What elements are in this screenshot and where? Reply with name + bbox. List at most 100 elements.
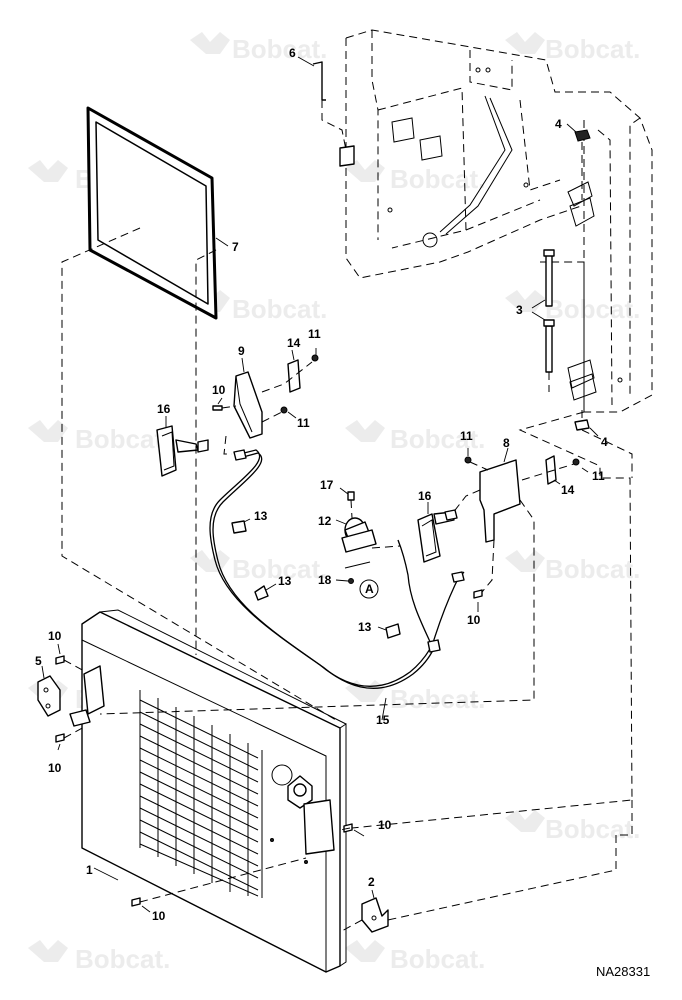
plate-part-14-left [287, 349, 301, 393]
plate-under-alarm [344, 561, 371, 569]
callout-labels: 6 4 7 3 11 9 14 10 16 11 4 11 8 11 14 17… [35, 46, 608, 923]
callout-10-e: 10 [378, 818, 392, 832]
bracket-part-5 [37, 643, 87, 751]
watermark-16: Bobcat. [345, 940, 485, 974]
callout-11-c: 11 [460, 429, 473, 443]
watermark-text: Bobcat. [390, 424, 485, 454]
bracket-part-8 [479, 447, 521, 543]
callout-2: 2 [368, 875, 375, 889]
screw-10 [131, 897, 141, 907]
callout-13-b: 13 [278, 574, 292, 588]
plate-part-14-right [545, 455, 561, 485]
alarm-part-12: A [335, 487, 401, 599]
nut-part-4-bottom [574, 410, 599, 437]
frame-bracket [391, 117, 415, 143]
nut-11 [464, 456, 472, 464]
screw-17 [347, 491, 355, 501]
callout-10-c: 10 [48, 629, 62, 643]
callout-5: 5 [35, 654, 42, 668]
callout-16-right: 16 [418, 489, 432, 503]
callout-10-f: 10 [152, 909, 166, 923]
grille-door-part-1 [69, 609, 347, 973]
watermark-text: Bobcat. [390, 684, 485, 714]
nut-11 [280, 406, 288, 414]
screw-10 [55, 655, 65, 665]
seal-gasket-part-7 [86, 106, 229, 320]
callout-11-d: 11 [592, 469, 605, 483]
bracket-part-2 [361, 889, 389, 933]
watermark-6: Bobcat. [505, 290, 640, 324]
callout-11-b: 11 [297, 416, 310, 430]
callout-10-b: 10 [467, 613, 481, 627]
latch-pin-part-6 [297, 56, 355, 167]
callout-10-a: 10 [212, 383, 226, 397]
callout-17: 17 [320, 478, 334, 492]
hinge-mount [83, 665, 105, 715]
hinge-bolts-part-3 [531, 249, 555, 392]
screw-10 [55, 733, 65, 743]
screw-10 [212, 405, 223, 411]
watermark-7: Bobcat. [28, 420, 170, 454]
callout-3: 3 [516, 303, 523, 317]
watermark-text: Bobcat. [75, 424, 170, 454]
watermark-text: Bobcat. [390, 944, 485, 974]
latch-hole [271, 764, 293, 786]
nut-18 [348, 578, 354, 584]
watermark-9: Bobcat. [190, 550, 327, 584]
watermark-4: Bobcat. [345, 160, 485, 194]
screw-10 [473, 589, 483, 599]
watermark-text: Bobcat. [545, 294, 640, 324]
frame-hole [617, 377, 623, 383]
chassis-frame [345, 29, 653, 413]
callout-15: 15 [376, 713, 390, 727]
watermark-10: Bobcat. [505, 550, 640, 584]
frame-hole [475, 67, 481, 73]
watermark-text: Bobcat. [232, 294, 327, 324]
callout-14-right: 14 [561, 483, 575, 497]
callout-14-left: 14 [287, 336, 301, 350]
nut-11 [572, 458, 580, 466]
callout-6: 6 [289, 46, 296, 60]
callout-10-d: 10 [48, 761, 62, 775]
hinge-bracket-upper [569, 197, 595, 227]
bracket-part-9 [233, 357, 263, 439]
watermark-text: Bobcat. [232, 554, 327, 584]
watermark-text: Bobcat. [390, 164, 485, 194]
callout-18: 18 [318, 573, 332, 587]
drawing-code: NA28331 [596, 964, 650, 979]
watermark-2: Bobcat. [505, 32, 640, 64]
lamp-part-16-left [156, 416, 209, 477]
callout-12: 12 [318, 514, 332, 528]
watermark-text: Bobcat. [75, 944, 170, 974]
callout-1: 1 [86, 863, 93, 877]
callout-13-a: 13 [254, 509, 268, 523]
nut-11 [311, 354, 319, 362]
watermark-text: Bobcat. [545, 554, 640, 584]
fasteners-left-bracket [212, 348, 319, 423]
hinge-bracket-lower [567, 359, 595, 389]
watermark-15: Bobcat. [28, 940, 170, 974]
callout-4-bottom: 4 [601, 435, 608, 449]
fasteners-right-bracket [451, 448, 589, 612]
vent-slots [139, 690, 263, 898]
frame-hole [422, 232, 438, 248]
clips-part-13 [231, 518, 401, 639]
callout-16-left: 16 [157, 402, 171, 416]
watermark-text: Bobcat. [545, 34, 640, 64]
lower-door-screws [131, 823, 365, 913]
watermark-12: Bobcat. [345, 680, 485, 714]
latch-plate [303, 799, 335, 855]
alignment-lines [61, 227, 633, 933]
hinge-mount [69, 709, 91, 727]
watermark-1: Bobcat. [190, 32, 327, 64]
hinge-bracket-upper [567, 181, 593, 207]
watermark-text: Bobcat. [232, 34, 327, 64]
frame-hole [485, 67, 491, 73]
callout-11-a: 11 [308, 327, 321, 341]
callout-4-top: 4 [555, 117, 562, 131]
hinge-bracket-lower [569, 373, 597, 401]
detail-marker-circle [359, 579, 379, 599]
nut-part-4-top [566, 123, 591, 200]
callout-9: 9 [238, 344, 245, 358]
